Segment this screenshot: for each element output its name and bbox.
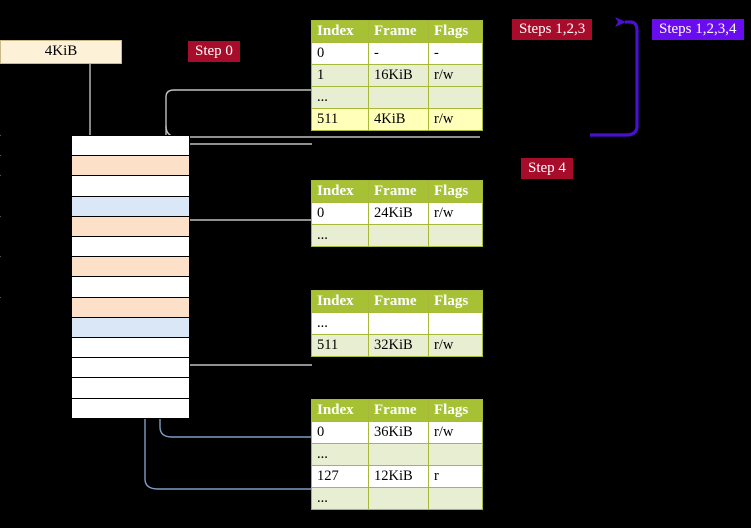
col-frame: Frame (368, 290, 429, 313)
cell-index: ... (311, 312, 369, 335)
cell-frame: 12KiB (368, 465, 429, 488)
physical-memory-column (71, 135, 190, 419)
table-row: ... (311, 224, 483, 247)
table-row: 0-- (311, 42, 483, 65)
memory-block (71, 195, 190, 217)
col-flags: Flags (428, 180, 483, 203)
cell-index: ... (311, 443, 369, 466)
cell-frame: 36KiB (368, 421, 429, 444)
table-header-row: Index Frame Flags (311, 399, 483, 422)
cell-flags: r/w (428, 64, 483, 87)
cell-flags (428, 86, 483, 109)
cell-flags: r/w (428, 421, 483, 444)
col-frame: Frame (368, 20, 429, 43)
cell-index: ... (311, 224, 369, 247)
cell-index: ... (311, 86, 369, 109)
cell-index: 0 (311, 42, 369, 65)
table-row: ... (311, 312, 483, 335)
cell-frame (368, 443, 429, 466)
cell-frame (368, 86, 429, 109)
col-frame: Frame (368, 399, 429, 422)
cell-frame (368, 312, 429, 335)
cell-flags: r/w (428, 202, 483, 225)
memory-block (71, 357, 190, 379)
col-flags: Flags (428, 399, 483, 422)
cell-index: 1 (311, 64, 369, 87)
memory-block (71, 316, 190, 338)
step4-badge: Step 4 (521, 158, 573, 179)
steps123-badge: Steps 1,2,3 (512, 19, 593, 40)
table-row: ... (311, 443, 483, 466)
cell-index: 127 (311, 465, 369, 488)
cell-frame: 4KiB (368, 108, 429, 131)
col-flags: Flags (428, 20, 483, 43)
cell-flags (428, 312, 483, 335)
memory-tick-mark (0, 135, 1, 136)
cell-frame: - (368, 42, 429, 65)
memory-block (71, 155, 190, 177)
memory-block (71, 397, 190, 419)
cell-frame: 32KiB (368, 334, 429, 357)
memory-block (71, 337, 190, 359)
steps1234-badge: Steps 1,2,3,4 (652, 19, 744, 40)
memory-tick-mark (0, 155, 1, 157)
cell-index: 511 (311, 108, 369, 131)
col-index: Index (311, 290, 369, 313)
col-frame: Frame (368, 180, 429, 203)
memory-tick-mark (0, 215, 1, 217)
cell-frame (368, 487, 429, 510)
cell-index: 0 (311, 421, 369, 444)
memory-block (71, 296, 190, 318)
cell-frame (368, 224, 429, 247)
frame-size-box: 4KiB (0, 40, 122, 64)
table-row: ... (311, 86, 483, 109)
memory-block (71, 236, 190, 258)
cell-flags: r/w (428, 108, 483, 131)
memory-block (71, 135, 190, 157)
memory-tick-mark (0, 256, 1, 258)
memory-block (71, 215, 190, 237)
cell-flags: r/w (428, 334, 483, 357)
cell-flags: - (428, 42, 483, 65)
cell-frame: 24KiB (368, 202, 429, 225)
memory-block (71, 377, 190, 399)
cell-flags (428, 487, 483, 510)
col-index: Index (311, 20, 369, 43)
cell-flags: r (428, 465, 483, 488)
col-flags: Flags (428, 290, 483, 313)
cell-index: ... (311, 487, 369, 510)
table-row: ... (311, 487, 483, 510)
frame-size-label: 4KiB (44, 43, 78, 59)
cell-index: 511 (311, 334, 369, 357)
memory-tick-mark (0, 175, 1, 177)
table-header-row: Index Frame Flags (311, 290, 483, 313)
memory-block (71, 276, 190, 298)
memory-tick-mark (0, 296, 1, 298)
memory-block (71, 256, 190, 278)
cell-frame: 16KiB (368, 64, 429, 87)
cell-flags (428, 443, 483, 466)
step0-badge: Step 0 (188, 41, 240, 62)
cell-flags (428, 224, 483, 247)
cell-index: 0 (311, 202, 369, 225)
col-index: Index (311, 399, 369, 422)
col-index: Index (311, 180, 369, 203)
table-header-row: Index Frame Flags (311, 20, 483, 43)
memory-block (71, 175, 190, 197)
table-header-row: Index Frame Flags (311, 180, 483, 203)
